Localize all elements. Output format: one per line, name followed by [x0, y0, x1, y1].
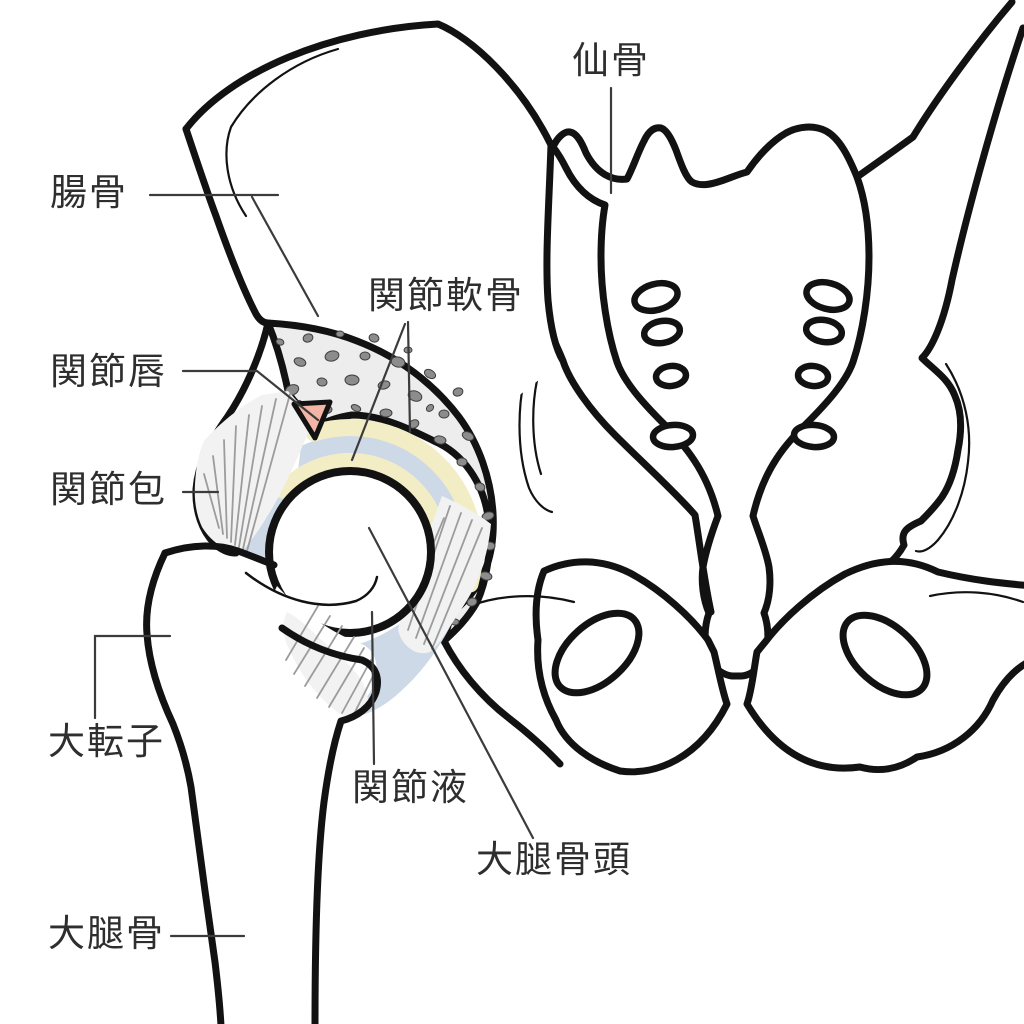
label-articular-cartilage: 関節軟骨: [368, 274, 524, 317]
right-obturator-foramen: [839, 611, 931, 699]
femoral-head-shape: [265, 467, 435, 637]
label-synovial-fluid: 関節液: [352, 766, 469, 809]
leader-lines: [93, 86, 613, 938]
leader-trochanter: [93, 634, 172, 720]
leader-ilium: [148, 193, 320, 318]
leader-fluid: [370, 610, 376, 766]
label-greater-trochanter: 大転子: [48, 720, 165, 763]
sacral-foramina: [631, 278, 853, 451]
left-ischium-arm: [440, 637, 564, 768]
intertrochanteric-contour: [244, 571, 379, 607]
pelvis-front-view: [440, 0, 1024, 776]
sacroiliac-joint-lines: [518, 363, 554, 514]
label-ilium: 腸骨: [50, 171, 128, 214]
leader-articular-cartilage: [350, 320, 412, 462]
label-acetabular-labrum: 関節唇: [50, 350, 167, 393]
femur-outline: [143, 542, 381, 1024]
acetabular-labrum-shape: [291, 399, 333, 441]
iliac-fossa-contour: [225, 47, 340, 218]
hip-joint-cross-section: [143, 20, 567, 1024]
leader-femoral-head: [367, 526, 535, 840]
sectioned-ilium-blade: [182, 20, 567, 434]
joint-capsule-left-band: [194, 391, 314, 553]
leader-labrum: [181, 369, 320, 422]
left-pubis-ischium: [532, 558, 731, 776]
label-joint-capsule: 関節包: [50, 468, 167, 511]
right-ilium: [853, 0, 1024, 596]
joint-capsule-right-band: [398, 496, 491, 654]
left-obturator-foramen: [551, 609, 643, 697]
label-femoral-head: 大腿骨頭: [476, 838, 632, 881]
label-sacrum: 仙骨: [572, 39, 650, 82]
label-femur: 大腿骨: [48, 912, 165, 955]
